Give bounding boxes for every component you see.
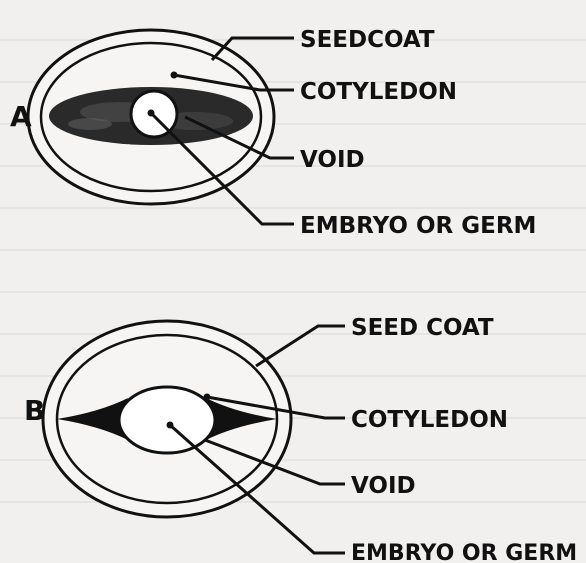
leader-seedcoat-b (256, 326, 345, 366)
label-embryo-a: EMBRYO OR GERM (300, 213, 536, 239)
cotyledon-texture-3 (68, 118, 112, 130)
label-cotyledon-a: COTYLEDON (300, 79, 457, 105)
label-cotyledon-b: COTYLEDON (351, 407, 508, 433)
label-seedcoat-a: SEEDCOAT (300, 27, 435, 53)
label-void-b: VOID (351, 473, 416, 499)
diagram-a: A SEEDCOAT COTYLEDON VOID EMBRYO OR GERM (10, 27, 536, 239)
label-seedcoat-b: SEED COAT (351, 315, 494, 341)
label-embryo-b: EMBRYO OR GERM (351, 541, 577, 563)
letter-b: B (24, 394, 45, 427)
letter-a: A (10, 100, 32, 133)
diagram-b: B SEED COAT COTYLEDON VOID EMBRYO OR GER… (24, 315, 577, 563)
label-void-a: VOID (300, 147, 365, 173)
embryo-b (119, 387, 215, 453)
